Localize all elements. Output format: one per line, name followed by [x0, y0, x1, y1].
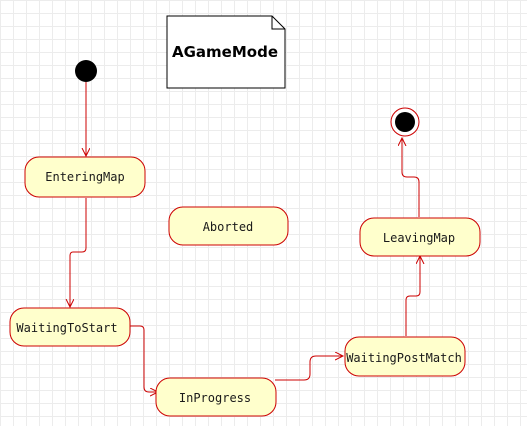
state-label: WaitingPostMatch	[346, 351, 462, 365]
transition-waitingpostmatch-to-leavingmap[interactable]	[405, 256, 420, 336]
note-dog-ear-icon	[271, 16, 285, 30]
state-waitingpostmatch[interactable]: WaitingPostMatch	[344, 336, 466, 377]
final-node-icon[interactable]	[390, 107, 420, 137]
note-shape	[166, 15, 286, 89]
transitions	[70, 82, 420, 392]
initial-node-icon[interactable]	[75, 60, 97, 82]
state-waitingtostart[interactable]: WaitingToStart	[9, 307, 131, 347]
state-label: WaitingToStart	[16, 321, 117, 335]
state-aborted[interactable]: Aborted	[168, 206, 289, 246]
note-title: AGameMode	[172, 43, 278, 61]
transition-inprogress-to-waitingpostmatch[interactable]	[275, 356, 343, 381]
state-label: EnteringMap	[45, 170, 124, 184]
transition-waitingtostart-to-inprogress[interactable]	[128, 325, 158, 392]
transition-enteringmap-to-waitingtostart[interactable]	[70, 198, 87, 307]
state-label: Aborted	[203, 220, 254, 234]
transition-leavingmap-to-final[interactable]	[402, 138, 420, 217]
note-agamemode[interactable]: AGameMode	[166, 15, 286, 89]
state-label: InProgress	[179, 391, 251, 405]
state-inprogress[interactable]: InProgress	[155, 377, 277, 417]
state-leavingmap[interactable]: LeavingMap	[359, 217, 481, 257]
state-label: LeavingMap	[383, 231, 455, 245]
state-enteringmap[interactable]: EnteringMap	[24, 156, 146, 198]
